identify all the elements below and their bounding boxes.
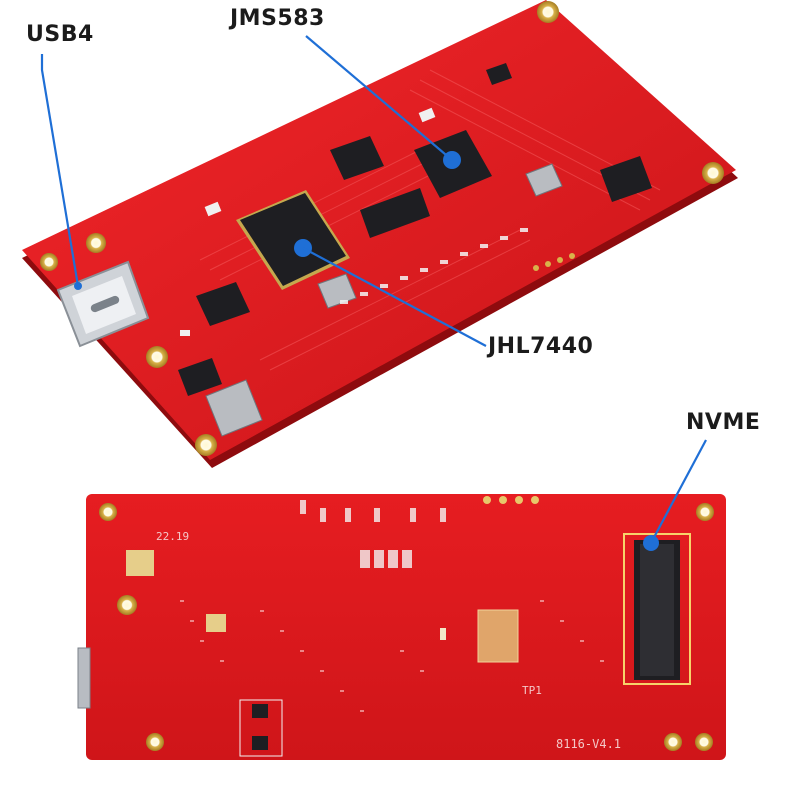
bottom-board: 8116-V4.1 TP1 22.19 — [77, 494, 726, 760]
mount-hole — [40, 253, 58, 271]
usb4-pointer-line — [40, 54, 80, 287]
revision-silkscreen: 8116-V4.1 — [556, 737, 621, 751]
mount-hole — [146, 733, 164, 751]
nvme-label: NVME — [686, 410, 761, 435]
top-board — [22, 0, 738, 468]
mount-hole — [664, 733, 682, 751]
mount-hole — [117, 595, 137, 615]
nvme-pointer-line — [650, 439, 707, 544]
mount-hole — [695, 733, 713, 751]
mount-hole — [146, 346, 168, 368]
m2-slot-icon — [623, 533, 691, 685]
callout-pointers — [40, 35, 707, 544]
mount-hole — [696, 503, 714, 521]
date-code-silkscreen: 22.19 — [156, 530, 189, 543]
jhl7440-label: JHL7440 — [488, 334, 594, 359]
test-point-silkscreen: TP1 — [522, 684, 542, 697]
mount-hole — [702, 162, 724, 184]
mount-hole — [195, 434, 217, 456]
bottom-board-surface — [86, 494, 726, 760]
jms583-label: JMS583 — [230, 6, 325, 31]
mount-hole — [86, 233, 106, 253]
mount-hole — [537, 1, 559, 23]
usb4-label: USB4 — [26, 22, 94, 47]
jms583-pointer-line — [305, 35, 453, 161]
mount-hole — [99, 503, 117, 521]
jhl7440-pointer-line — [302, 247, 487, 347]
